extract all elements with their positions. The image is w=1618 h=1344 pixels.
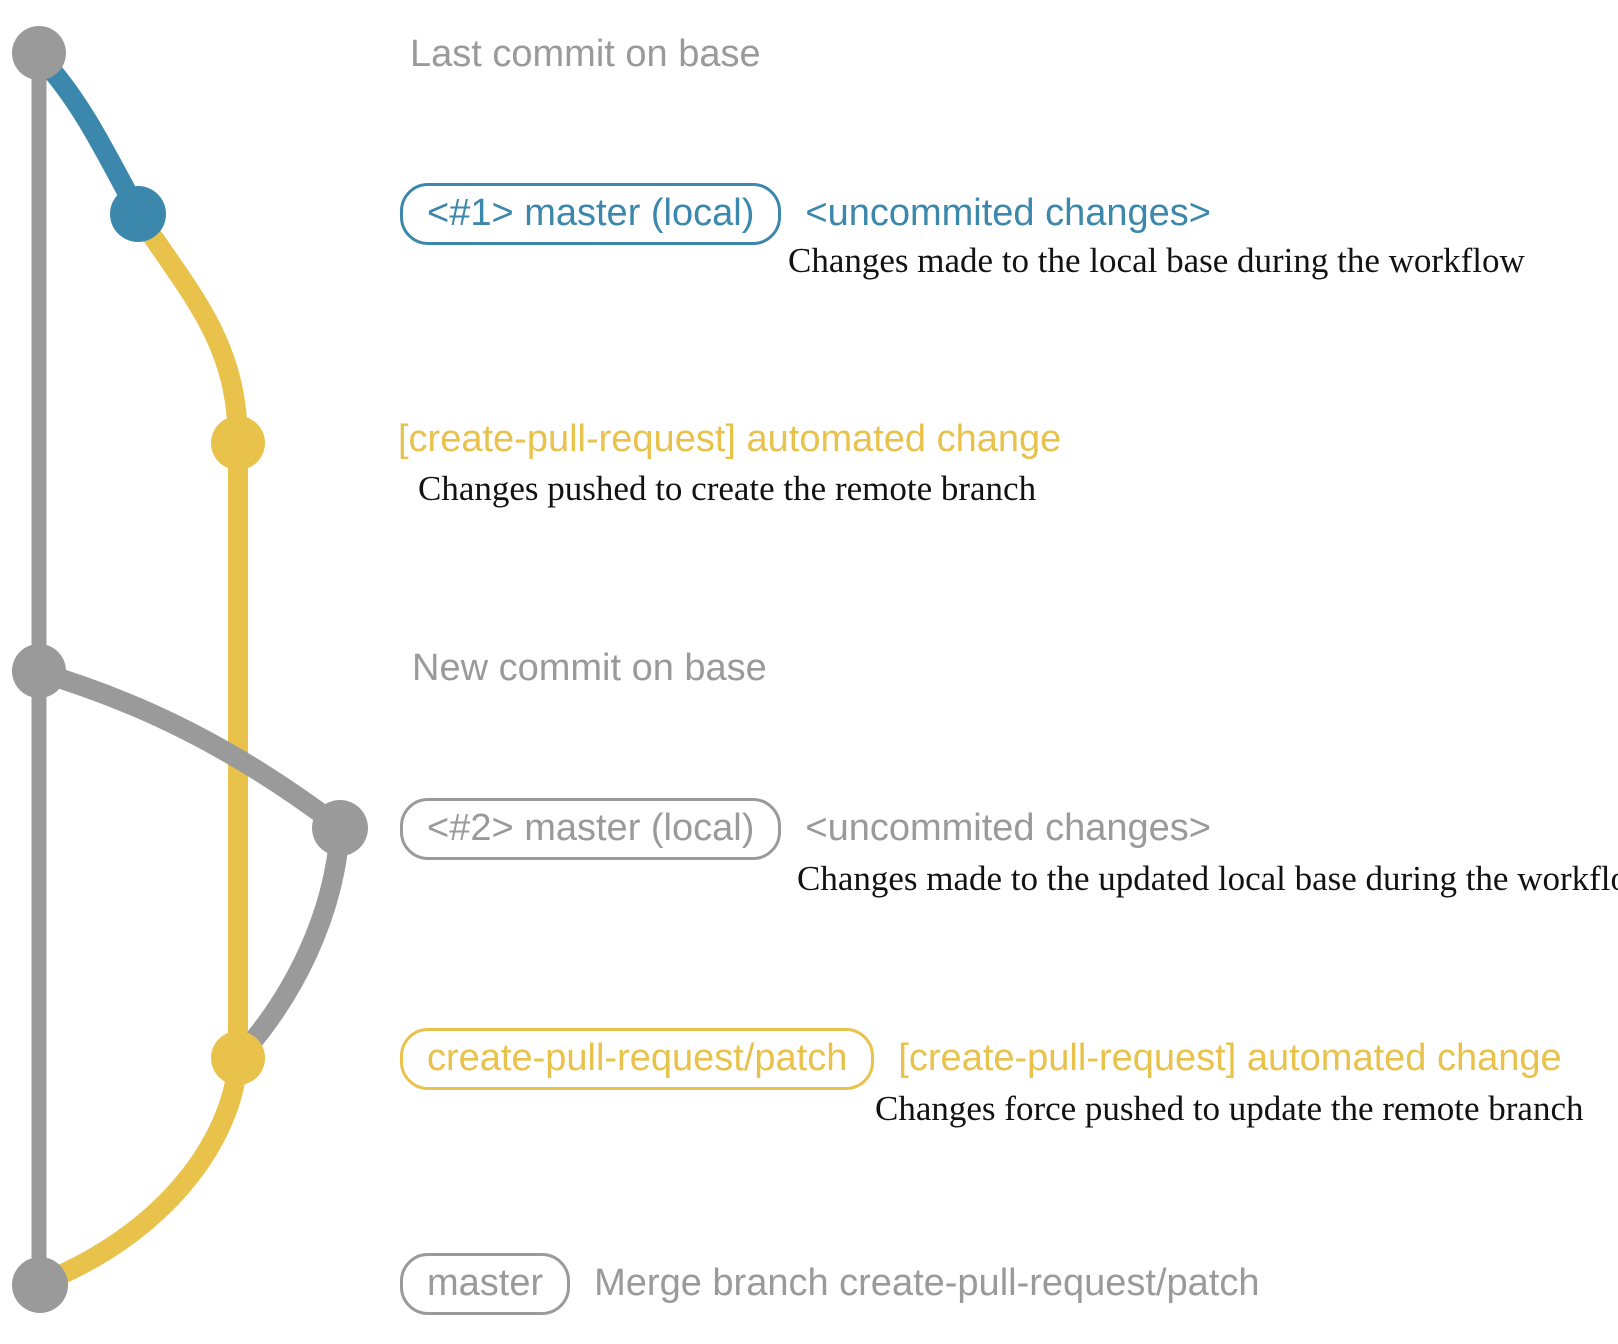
row-commit-2: <#2> master (local) <uncommited changes> [400,798,1211,860]
patch-to-merge-edge [34,1050,248,1292]
commit-dot-patch-2 [211,1031,265,1085]
note-push-1: Changes pushed to create the remote bran… [418,469,1037,508]
uncommitted-changes-tag-1: <uncommited changes> [805,192,1211,234]
row-push-1: [create-pull-request] automated change [398,417,1061,463]
branch-badge-master-local-2: <#2> master (local) [400,798,782,860]
note-commit-2: Changes made to the updated local base d… [797,859,1618,898]
note-push-2: Changes force pushed to update the remot… [875,1089,1584,1128]
automated-change-tag-2: [create-pull-request] automated change [898,1037,1562,1079]
automated-change-tag-1: [create-pull-request] automated change [398,418,1062,460]
commit-dot-patch-1 [211,416,265,470]
branch-badge-master: master [400,1253,571,1315]
base-to-commit2-edge [29,662,348,836]
commit2-to-patch-edge [230,820,350,1066]
commit-dot-local-1 [110,186,166,242]
commit-dot-merge [12,1257,68,1313]
local-branch-edge-1 [31,48,147,221]
row-merge: master Merge branch create-pull-request/… [400,1253,1260,1315]
commit-dot-last-base [12,26,66,80]
uncommitted-changes-tag-2: <uncommited changes> [805,807,1211,849]
patch-branch-edge-1 [130,208,248,1068]
commit-dot-new-base [12,644,66,698]
git-graph [12,26,368,1313]
note-commit-1: Changes made to the local base during th… [788,241,1525,280]
branch-badge-master-local-1: <#1> master (local) [400,183,782,245]
row-commit-1: <#1> master (local) <uncommited changes> [400,183,1211,245]
branch-badge-patch: create-pull-request/patch [400,1028,875,1090]
commit-dot-local-2 [312,800,368,856]
annotation-new-commit: New commit on base [412,647,767,689]
annotation-last-commit: Last commit on base [410,33,761,75]
merge-message-text: Merge branch create-pull-request/patch [594,1262,1260,1304]
row-push-2: create-pull-request/patch [create-pull-r… [400,1028,1562,1090]
